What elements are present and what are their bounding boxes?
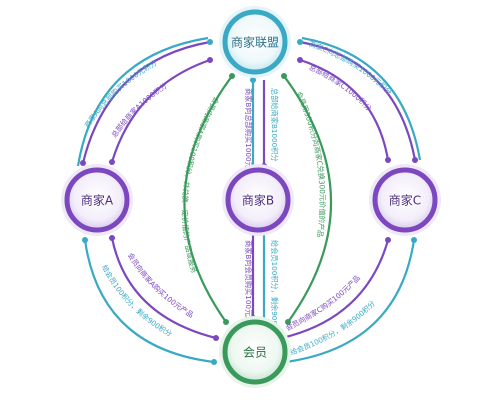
node-member-label: 会员 (243, 346, 267, 360)
node-alliance[interactable]: 商家联盟 (219, 6, 291, 78)
node-ring (222, 9, 288, 75)
dot (411, 237, 417, 243)
arc-a-alliance-blue (76, 36, 209, 167)
arc-member-c-inner (281, 239, 390, 340)
node-a-label: 商家A (81, 193, 114, 208)
dot (80, 160, 86, 166)
arc-alliance-c-inner (299, 58, 390, 161)
label-member-c-outer: 给会员100积分，剩余900积分 (289, 299, 377, 357)
node-a[interactable]: 商家A (61, 164, 133, 236)
arc-a-member-outer (83, 239, 215, 364)
arc-a-member-inner (110, 237, 217, 340)
dot (223, 319, 229, 325)
label-a-member-outer: 给会员100积分，剩余900积分 (100, 263, 174, 338)
green-arcs (183, 75, 333, 323)
blue-arcs (76, 36, 422, 167)
dot (385, 237, 391, 243)
arc-alliance-c-outer (299, 40, 417, 161)
dot (281, 73, 287, 79)
label-big-left: 会员向商家A购买100积分，并兑换一定价值的产品或服务 (180, 95, 221, 274)
arc-member-c-outer (285, 239, 416, 364)
node-c[interactable]: 商家C (369, 164, 441, 236)
arc-big-left (183, 75, 233, 323)
dot (297, 39, 303, 45)
node-b-label: 商家B (242, 193, 274, 208)
dot (285, 319, 291, 325)
dot (213, 335, 219, 341)
node-alliance-label: 商家联盟 (231, 35, 279, 50)
node-ring (222, 319, 288, 385)
dot (385, 157, 391, 163)
node-b[interactable]: 商家B (222, 164, 294, 236)
label-b-member-left: 商家B向会员购买100元产品 (244, 240, 253, 331)
vertical-lines (251, 80, 266, 318)
label-big-right: 会员用300积分向商家C兑换300元价值的产品 (294, 90, 327, 238)
purple-arcs (81, 40, 417, 364)
dot (109, 159, 115, 165)
dot (250, 77, 256, 83)
label-b-alliance-right: 总部给商家B1000积分 (270, 88, 279, 162)
node-ring (225, 167, 291, 233)
arc-big-right (283, 75, 333, 323)
dot (82, 237, 88, 243)
dot (207, 39, 213, 45)
dot (207, 57, 213, 63)
label-b-member-right: 给会员100积分，剩余900积分 (270, 240, 279, 339)
arc-alliance-c-blue (301, 36, 422, 161)
node-ring (372, 167, 438, 233)
node-member[interactable]: 会员 (219, 316, 291, 388)
vertical-labels: 商家B向总部购买1000元积分 总部给商家B1000积分 商家B向会员购买100… (244, 88, 279, 339)
arc-a-alliance-outer (81, 40, 211, 164)
arc-a-alliance-inner (110, 58, 211, 163)
dot (297, 57, 303, 63)
node-c-label: 商家C (389, 193, 421, 208)
dot (229, 73, 235, 79)
node-ring (64, 167, 130, 233)
dot (412, 157, 418, 163)
label-b-alliance-left: 商家B向总部购买1000元积分 (244, 88, 253, 183)
dot (109, 235, 115, 241)
dot (211, 359, 217, 365)
